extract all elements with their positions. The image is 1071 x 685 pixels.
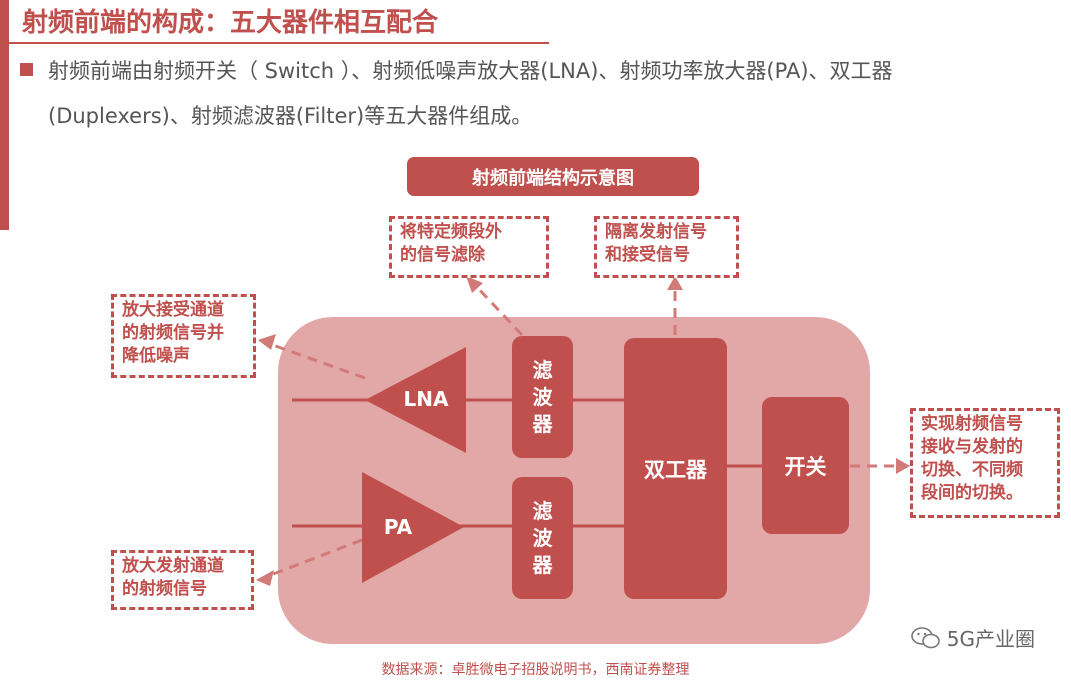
duplexer-label: 双工器: [644, 457, 707, 482]
note-line: 的射频信号: [122, 579, 207, 599]
note-line: 放大接受通道: [122, 300, 224, 320]
intro-line-2: (Duplexers)、射频滤波器(Filter)等五大器件组成。: [48, 104, 533, 128]
arrowhead-pa: [256, 570, 274, 586]
note-line: 实现射频信号: [921, 414, 1023, 434]
pa-note-arrow: [267, 538, 363, 578]
filter-block-top: 滤 波 器: [512, 336, 573, 458]
filter-note-arrow: [473, 283, 524, 337]
watermark-label: 5G产业圈: [946, 627, 1035, 651]
lna-label: LNA: [403, 387, 449, 411]
note-line: 将特定频段外: [400, 222, 502, 242]
note-line: 隔离发射信号: [605, 222, 707, 242]
pa-label: PA: [383, 515, 413, 539]
lna-note-arrow: [269, 342, 366, 380]
page-title: 射频前端的构成：五大器件相互配合: [22, 8, 439, 38]
switch-block: 开关: [762, 397, 849, 534]
filter-top-char: 波: [532, 384, 553, 409]
left-accent-bar: [0, 0, 9, 230]
note-lna: 放大接受通道 的射频信号并 降低噪声: [111, 294, 256, 378]
title-underline: [9, 42, 549, 44]
pa-amplifier-triangle: [362, 472, 464, 583]
arrowhead-duplexer: [667, 276, 683, 290]
intro-line-1: 射频前端由射频开关（ Switch ）、射频低噪声放大器(LNA)、射频功率放大…: [48, 59, 893, 83]
note-line: 段间的切换。: [921, 483, 1023, 503]
diagram-title: 射频前端结构示意图: [407, 157, 699, 196]
duplexer-block: 双工器: [624, 338, 727, 599]
arrowhead-switch: [896, 458, 910, 474]
bullet-square-icon: [20, 63, 33, 76]
filter-block-bottom: 滤 波 器: [512, 477, 573, 599]
note-line: 放大发射通道: [122, 556, 224, 576]
filter-bottom-char: 波: [532, 525, 553, 550]
note-duplexer: 隔离发射信号 和接受信号: [594, 216, 739, 278]
note-switch: 实现射频信号 接收与发射的 切换、不同频 段间的切换。: [910, 408, 1060, 518]
note-filter: 将特定频段外 的信号滤除: [389, 216, 549, 278]
note-line: 降低噪声: [122, 346, 190, 366]
note-line: 的射频信号并: [122, 323, 224, 343]
watermark: 5G产业圈: [910, 623, 1035, 652]
switch-label: 开关: [784, 454, 827, 479]
arrowhead-filter: [466, 276, 483, 293]
arrowhead-lna: [258, 334, 276, 350]
lna-amplifier-triangle: [365, 347, 466, 453]
note-line: 接收与发射的: [921, 437, 1023, 457]
note-line: 的信号滤除: [400, 245, 485, 265]
filter-bottom-char: 滤: [532, 498, 553, 523]
note-line: 和接受信号: [605, 245, 690, 265]
wechat-icon: [910, 626, 940, 648]
note-pa: 放大发射通道 的射频信号: [111, 550, 254, 610]
data-source: 数据来源：卓胜微电子招股说明书，西南证券整理: [381, 662, 690, 678]
filter-top-char: 滤: [532, 357, 553, 382]
note-line: 切换、不同频: [921, 460, 1023, 480]
filter-top-char: 器: [532, 411, 553, 436]
filter-bottom-char: 器: [532, 552, 553, 577]
